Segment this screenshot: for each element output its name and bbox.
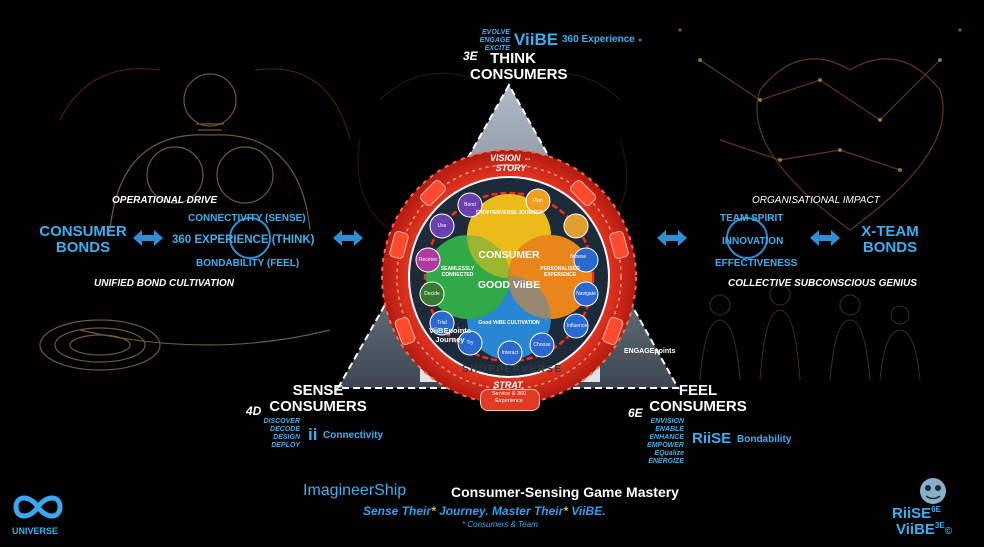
think-3e-tag: 3E — [463, 49, 478, 63]
effectiveness-item: EFFECTIVENESS — [715, 258, 798, 269]
footnote: * Consumers & Team — [462, 520, 538, 529]
petal-personalised-label: PERSONALISED EXPERIENCE — [540, 266, 580, 278]
experience-think-item: 360 EXPERIENCE (THINK) — [172, 234, 315, 246]
wheel-consumer-label: CONSUMER — [478, 249, 540, 261]
game-mastery-title: Consumer-Sensing Game Mastery — [451, 484, 679, 500]
viibe-logo-text: ViiBE3E© — [896, 521, 953, 538]
petal-journey-label: SHOPPERVERSE JOURNEY — [475, 210, 543, 216]
consumer-wheel — [381, 149, 637, 405]
circle-browse: Browse — [569, 254, 587, 260]
vision-story-label: VISION ⇔STORY — [489, 153, 532, 173]
unified-bond-cultivation: UNIFIED BOND CULTIVATION — [94, 278, 234, 289]
engagepoints-label: ENGAGEpoints — [624, 348, 676, 355]
team-spirit-item: TEAM SPIRIT — [720, 213, 784, 224]
sense-4d-tag: 4D — [246, 404, 262, 418]
circle-choose: Choose — [533, 342, 551, 348]
infinity-logo-icon — [13, 495, 63, 519]
circle-interact: Interact — [501, 350, 519, 356]
double-arrow-icon — [133, 230, 163, 246]
mascot-icon — [920, 478, 946, 504]
viibe-brand: ViiBE — [514, 30, 559, 49]
universe-label: UNIVERSE — [12, 526, 59, 536]
tagline: Sense Their* Journey. Master Their* ViiB… — [363, 504, 606, 518]
circle-influence: Influence — [566, 323, 588, 329]
circle-trial: Trial — [437, 320, 447, 326]
petal-cultivation-label: Good ViiBE CULTIVATION — [478, 320, 540, 326]
feel-6e-tag: 6E — [628, 406, 643, 420]
ii-brand: ii — [308, 425, 318, 444]
circle-bond: Bond — [464, 202, 476, 208]
ii-connectivity: Connectivity — [323, 430, 384, 441]
circle-use: Use — [437, 223, 447, 229]
riise-brand: RiiSE — [692, 430, 732, 447]
shopperverse-facade-label: SHOPPERVERSE — [462, 364, 563, 375]
riise-logo-text: RiiSE6E — [892, 505, 941, 522]
innovation-item: INNOVATION — [722, 236, 784, 247]
petal-connected-label: SEAMLESSLY CONNECTED — [440, 266, 475, 278]
wheel-good-viibe-label: GOOD ViiBE — [477, 279, 541, 291]
double-arrow-icon — [810, 230, 840, 246]
bondability-feel-item: BONDABILITY (FEEL) — [196, 258, 300, 269]
collective-genius-footer: COLLECTIVE SUBCONSCIOUS GENIUS — [728, 278, 917, 289]
circle-try: Try — [466, 340, 474, 346]
double-arrow-icon — [333, 230, 363, 246]
right-cycle-circle — [726, 217, 768, 259]
circle-navigate: Navigate — [576, 291, 596, 297]
viibe-360-experience: 360 Experience — [562, 34, 635, 45]
connectivity-sense-item: CONNECTIVITY (SENSE) — [188, 213, 306, 224]
service-experience-badge — [480, 389, 540, 411]
circle-decide: Decide — [424, 291, 440, 297]
riise-bondability: Bondability — [737, 434, 792, 445]
circle-plan: Plan — [532, 198, 543, 204]
left-cycle-circle — [229, 217, 271, 259]
strat-label: STRAT — [493, 380, 523, 390]
circle-receive: Receive — [418, 257, 438, 263]
organisational-impact-heading: ORGANISATIONAL IMPACT — [752, 195, 880, 206]
imagineership-brand: ImagineerShip — [303, 482, 407, 499]
double-arrow-icon — [657, 230, 687, 246]
operational-drive-heading: OPERATIONAL DRIVE — [112, 195, 218, 206]
